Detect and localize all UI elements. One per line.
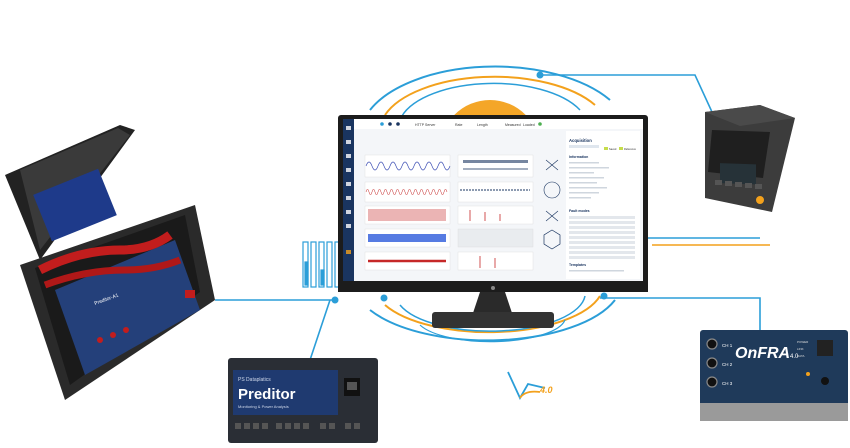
- preditor-subtitle: Monitoring & Power Analysis: [238, 404, 289, 409]
- connection-lines: [215, 74, 770, 361]
- connector-dot: [536, 71, 544, 79]
- onfra-channel-2: CH 2: [722, 362, 733, 367]
- briefcase-analyzer: Preditor-A1: [5, 125, 215, 400]
- monitor: HTTP Server Rate Length Measured Loaded: [338, 115, 648, 328]
- preditor-device: PS Dataplatics Preditor Monitoring & Pow…: [228, 358, 378, 443]
- section-information[interactable]: Information: [569, 155, 588, 159]
- preditor-brand: PS Dataplatics: [238, 377, 271, 383]
- app-toolbar: [354, 119, 643, 129]
- toolbar-http-server[interactable]: HTTP Server: [415, 123, 436, 127]
- connector-dot: [331, 296, 339, 304]
- legend-saved: Saved: [609, 147, 617, 151]
- panel-title: Acquisition: [569, 138, 592, 143]
- connector-dot: [380, 294, 388, 302]
- section-fault-modes[interactable]: Fault modes: [569, 209, 590, 213]
- toolbar-length[interactable]: Length: [477, 123, 488, 127]
- handheld-monitor-device: [705, 105, 795, 212]
- toolbar-loaded[interactable]: Loaded: [523, 123, 535, 127]
- onfra-channel-3: CH 3: [722, 381, 733, 386]
- bar-meter-graphic: [302, 241, 341, 288]
- onfra-channel-1: CH 1: [722, 343, 733, 348]
- legend-reference: Reference: [624, 147, 637, 151]
- connection-arcs: [369, 65, 616, 343]
- toolbar-measured[interactable]: Measured: [505, 123, 521, 127]
- connector-dot: [600, 292, 608, 300]
- onfra-status-link: LINK: [797, 347, 804, 351]
- logo-text: 4.0: [539, 385, 553, 395]
- toolbar-rate[interactable]: Rate: [455, 123, 462, 127]
- onfra-status-data: DATA: [797, 354, 805, 358]
- onfra-name: OnFRA: [735, 345, 790, 362]
- onfra-suffix: 4.0: [790, 354, 799, 360]
- section-templates[interactable]: Templates: [569, 263, 586, 267]
- onfra-status-power: POWER: [797, 340, 809, 344]
- waveform-plots: [364, 154, 561, 271]
- industry-4-0-logo: 4.0: [507, 371, 553, 400]
- preditor-name: Preditor: [238, 386, 296, 403]
- onfra-device: CH 1 CH 2 CH 3 OnFRA 4.0 POWER LINK DATA: [700, 330, 848, 421]
- acquisition-panel: Acquisition Saved Reference Information …: [566, 131, 640, 279]
